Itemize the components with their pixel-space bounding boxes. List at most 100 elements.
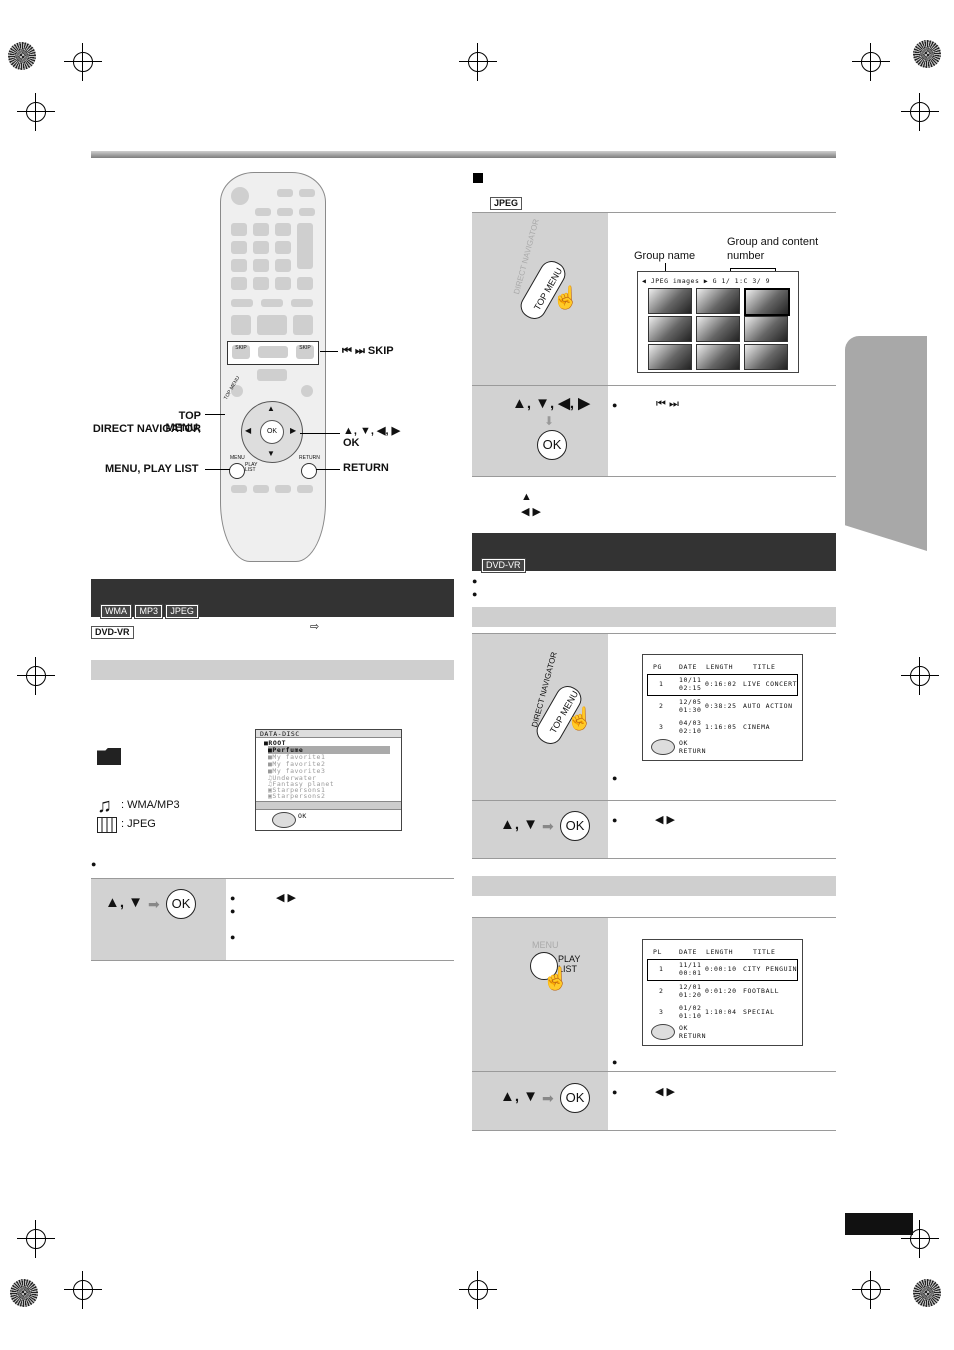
- root-folder[interactable]: ■ROOT: [264, 739, 287, 747]
- file-item[interactable]: ♫Fantasy planet: [268, 780, 335, 788]
- thumbnail[interactable]: [648, 288, 692, 314]
- crosshair-icon: [64, 1271, 102, 1309]
- remote-button: [257, 315, 287, 335]
- skip-back-button[interactable]: SKIP: [232, 345, 250, 359]
- crosshair-icon: [901, 93, 939, 131]
- crosshair-icon: [852, 1271, 890, 1309]
- remote-button: [291, 299, 313, 307]
- skip-forward-button[interactable]: SKIP: [296, 345, 314, 359]
- return-button[interactable]: [301, 463, 317, 479]
- col-header: LENGTH: [706, 663, 734, 671]
- thumbnail[interactable]: [744, 344, 788, 370]
- crosshair-icon: [459, 1271, 497, 1309]
- remote-button: [258, 346, 288, 358]
- divider: [472, 1071, 836, 1072]
- col-header: TITLE: [753, 948, 776, 956]
- ok-hint: OK: [679, 1024, 689, 1032]
- play-list-screen: PL DATE LENGTH TITLE 1 11/11 00:01 0:00:…: [642, 939, 803, 1046]
- row-length: 0:00:10: [705, 965, 737, 973]
- folder-item[interactable]: ■My favorite1: [268, 753, 326, 761]
- row-length: 1:10:04: [705, 1008, 737, 1016]
- power-button: [231, 187, 249, 205]
- cursor-pad[interactable]: OK ▲ ▼ ◀ ▶: [241, 401, 303, 463]
- ok-button-icon: OK: [166, 889, 196, 919]
- row-title: CITY PENGUIN: [743, 965, 798, 973]
- remote-button: [231, 223, 247, 236]
- next-arrow-icon: ➡: [148, 896, 160, 912]
- jpeg-tag: JPEG: [165, 604, 199, 619]
- up-down-arrows-icon: ▲, ▼: [500, 1088, 539, 1105]
- row-number: 2: [659, 702, 664, 710]
- group-content-caption: Group and content: [727, 236, 819, 248]
- side-tab: [845, 336, 927, 551]
- ok-button[interactable]: OK: [260, 420, 284, 444]
- registration-disc-icon: [913, 40, 941, 68]
- divider: [91, 878, 454, 879]
- bullet: ●: [612, 400, 618, 410]
- step-key-cell: DIRECT NAVIGATOR TOP MENU ☝: [472, 634, 608, 800]
- bullet: ●: [230, 906, 236, 916]
- crosshair-icon: [852, 43, 890, 81]
- callout-line: [205, 414, 225, 415]
- dvd-vr-tag: DVD-VR: [91, 626, 134, 639]
- page-number-box: [845, 1213, 913, 1235]
- menu-button-label: MENU: [230, 455, 245, 461]
- program-list-screen: PG DATE LENGTH TITLE 1 10/11 02:15 0:16:…: [642, 654, 803, 761]
- remote-button: [301, 385, 313, 397]
- row-date: 12/01: [679, 983, 702, 991]
- divider: [472, 212, 836, 213]
- remote-button: [231, 299, 253, 307]
- remote-button: [299, 189, 315, 197]
- thumbnail[interactable]: [648, 344, 692, 370]
- crosshair-icon: [901, 657, 939, 695]
- file-item[interactable]: ▣Starpersons2: [268, 792, 326, 800]
- thumbnail[interactable]: [744, 316, 788, 342]
- divider: [472, 858, 836, 859]
- row-time: 01:10: [679, 1012, 702, 1020]
- thumbnail[interactable]: [696, 288, 740, 314]
- bullet: ●: [91, 859, 97, 869]
- folder-item-selected[interactable]: ■Perfume: [268, 746, 390, 754]
- hand-icon: ☝: [542, 966, 570, 991]
- mp3-tag: MP3: [134, 604, 163, 619]
- row-number: 1: [659, 965, 664, 973]
- remote-button: [275, 277, 291, 290]
- remote-button: [253, 277, 269, 290]
- remote-button: [277, 208, 293, 216]
- remote-button: [261, 299, 283, 307]
- left-right-arrows-icon: ◀ ▶: [655, 814, 675, 826]
- remote-button: [231, 277, 247, 290]
- bullet: ●: [472, 589, 478, 599]
- remote-button: [253, 223, 269, 236]
- skip-icons: ⏮ ⏭: [656, 398, 679, 410]
- row-length: 0:16:02: [705, 680, 737, 688]
- thumbnail-selected[interactable]: [744, 288, 790, 316]
- divider: [472, 800, 836, 801]
- screen-header: ◀ JPEG images ▶ G 1/ 1:C 3/ 9: [642, 277, 770, 285]
- crosshair-icon: [901, 1220, 939, 1258]
- col-header: DATE: [679, 948, 698, 956]
- file-item[interactable]: ♫Underwater: [268, 774, 317, 782]
- return-label: RETURN: [343, 462, 389, 474]
- top-menu-label: TOP MENU,: [165, 410, 201, 434]
- registration-disc-icon: [8, 42, 36, 70]
- bullet: ●: [472, 576, 478, 586]
- folder-item[interactable]: ■My favorite3: [268, 767, 326, 775]
- file-item[interactable]: ▣Starpersons1: [268, 786, 326, 794]
- thumbnail[interactable]: [696, 316, 740, 342]
- col-header: PL: [653, 948, 663, 956]
- cursor-pad-icon: [651, 1024, 675, 1040]
- table-row-selected[interactable]: [647, 674, 798, 696]
- thumbnail[interactable]: [648, 316, 692, 342]
- step-key-cell: ▲, ▼ ➡ OK: [472, 801, 608, 858]
- step-key-cell: MENU PLAY LIST ☝: [472, 918, 608, 1071]
- callout-line: [320, 351, 338, 352]
- table-row-selected[interactable]: [647, 959, 798, 981]
- step-key-cell: ▲, ▼ ➡ OK: [472, 1072, 608, 1130]
- folder-item[interactable]: ■My favorite2: [268, 760, 326, 768]
- dvd-vr-tag: DVD-VR: [481, 558, 526, 573]
- menu-play-list-button[interactable]: [229, 463, 245, 479]
- jpeg-legend: : JPEG: [121, 818, 156, 830]
- hand-icon: ☝: [566, 706, 594, 731]
- thumbnail[interactable]: [696, 344, 740, 370]
